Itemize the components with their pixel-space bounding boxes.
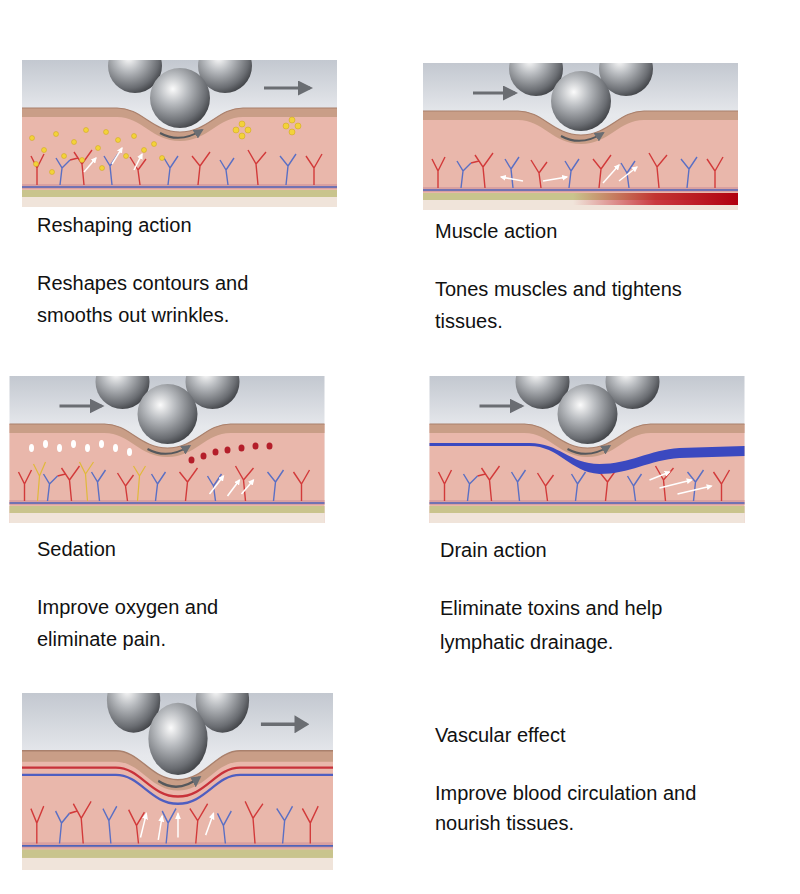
panel-heading: Muscle action [435, 219, 765, 243]
drain-illustration [428, 376, 746, 523]
muscle-illustration [423, 63, 738, 210]
panel-description: Improve blood circulation and nourish ti… [435, 778, 735, 838]
reshaping-illustration [22, 60, 337, 207]
panel-description: Tones muscles and tightens tissues. [435, 273, 735, 337]
panel-description: Reshapes contours and smooths out wrinkl… [37, 267, 287, 331]
panel-description: Improve oxygen and eliminate pain. [37, 591, 267, 655]
panel-heading: Sedation [37, 537, 337, 561]
sedation-illustration [8, 376, 326, 523]
panel-heading: Drain action [440, 538, 760, 562]
panel-heading: Reshaping action [37, 213, 357, 237]
panel-heading: Vascular effect [435, 723, 765, 747]
panel-description: Eliminate toxins and help lymphatic drai… [440, 591, 720, 659]
vascular-illustration [22, 693, 333, 870]
